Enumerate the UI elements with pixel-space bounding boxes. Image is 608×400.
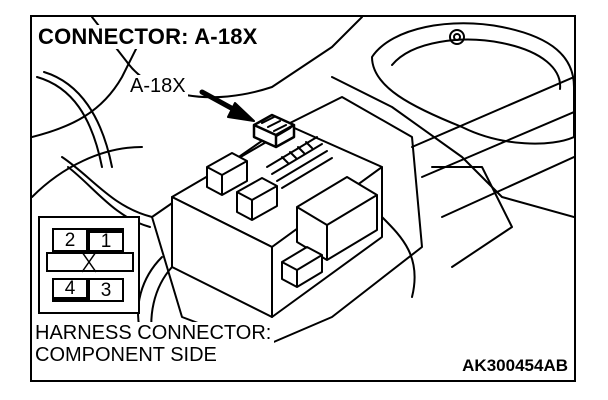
cable-bundle (36, 71, 113, 168)
diagonal-line-right (411, 76, 574, 218)
pin-1: 1 (88, 228, 124, 252)
harness-caption-line1: HARNESS CONNECTOR: (35, 322, 272, 344)
pin-4: 4 (52, 278, 88, 302)
reservoir-ring (391, 38, 562, 90)
engine-bay-illustration (32, 17, 574, 348)
bay-outline-right (331, 76, 574, 218)
relay-small (281, 246, 323, 288)
pin-2: 2 (52, 228, 88, 252)
connector-a18x-slots (261, 116, 287, 132)
center-x-mark (81, 251, 97, 273)
pin-3: 3 (88, 278, 124, 302)
relay-1 (206, 152, 248, 196)
pointer-arrow-head (227, 102, 255, 122)
fuse-row (266, 136, 333, 189)
bracket-right (431, 166, 513, 268)
connector-face-diagram: 2 1 4 3 (38, 216, 140, 314)
harness-caption: HARNESS CONNECTOR: COMPONENT SIDE (34, 322, 275, 366)
cap-bolt-inner (453, 33, 461, 41)
figure-code: AK300454AB (460, 356, 570, 376)
relay-large (296, 176, 378, 261)
connector-title: CONNECTOR: A-18X (36, 24, 260, 49)
connector-center-slot (46, 252, 134, 272)
wire-harness-right (381, 216, 416, 298)
reservoir-dome (371, 22, 574, 145)
relay-2 (236, 177, 278, 221)
harness-caption-line2: COMPONENT SIDE (35, 344, 217, 366)
bay-outline-upper (91, 17, 363, 99)
fuse-ticks (281, 141, 313, 164)
diagram-frame: CONNECTOR: A-18X A-18X 2 1 4 3 HARNESS C… (30, 15, 576, 382)
bay-outline-left (32, 36, 143, 138)
bay-outline-mid (32, 146, 143, 198)
connector-callout-label: A-18X (128, 75, 188, 97)
cap-bolt (449, 29, 465, 45)
